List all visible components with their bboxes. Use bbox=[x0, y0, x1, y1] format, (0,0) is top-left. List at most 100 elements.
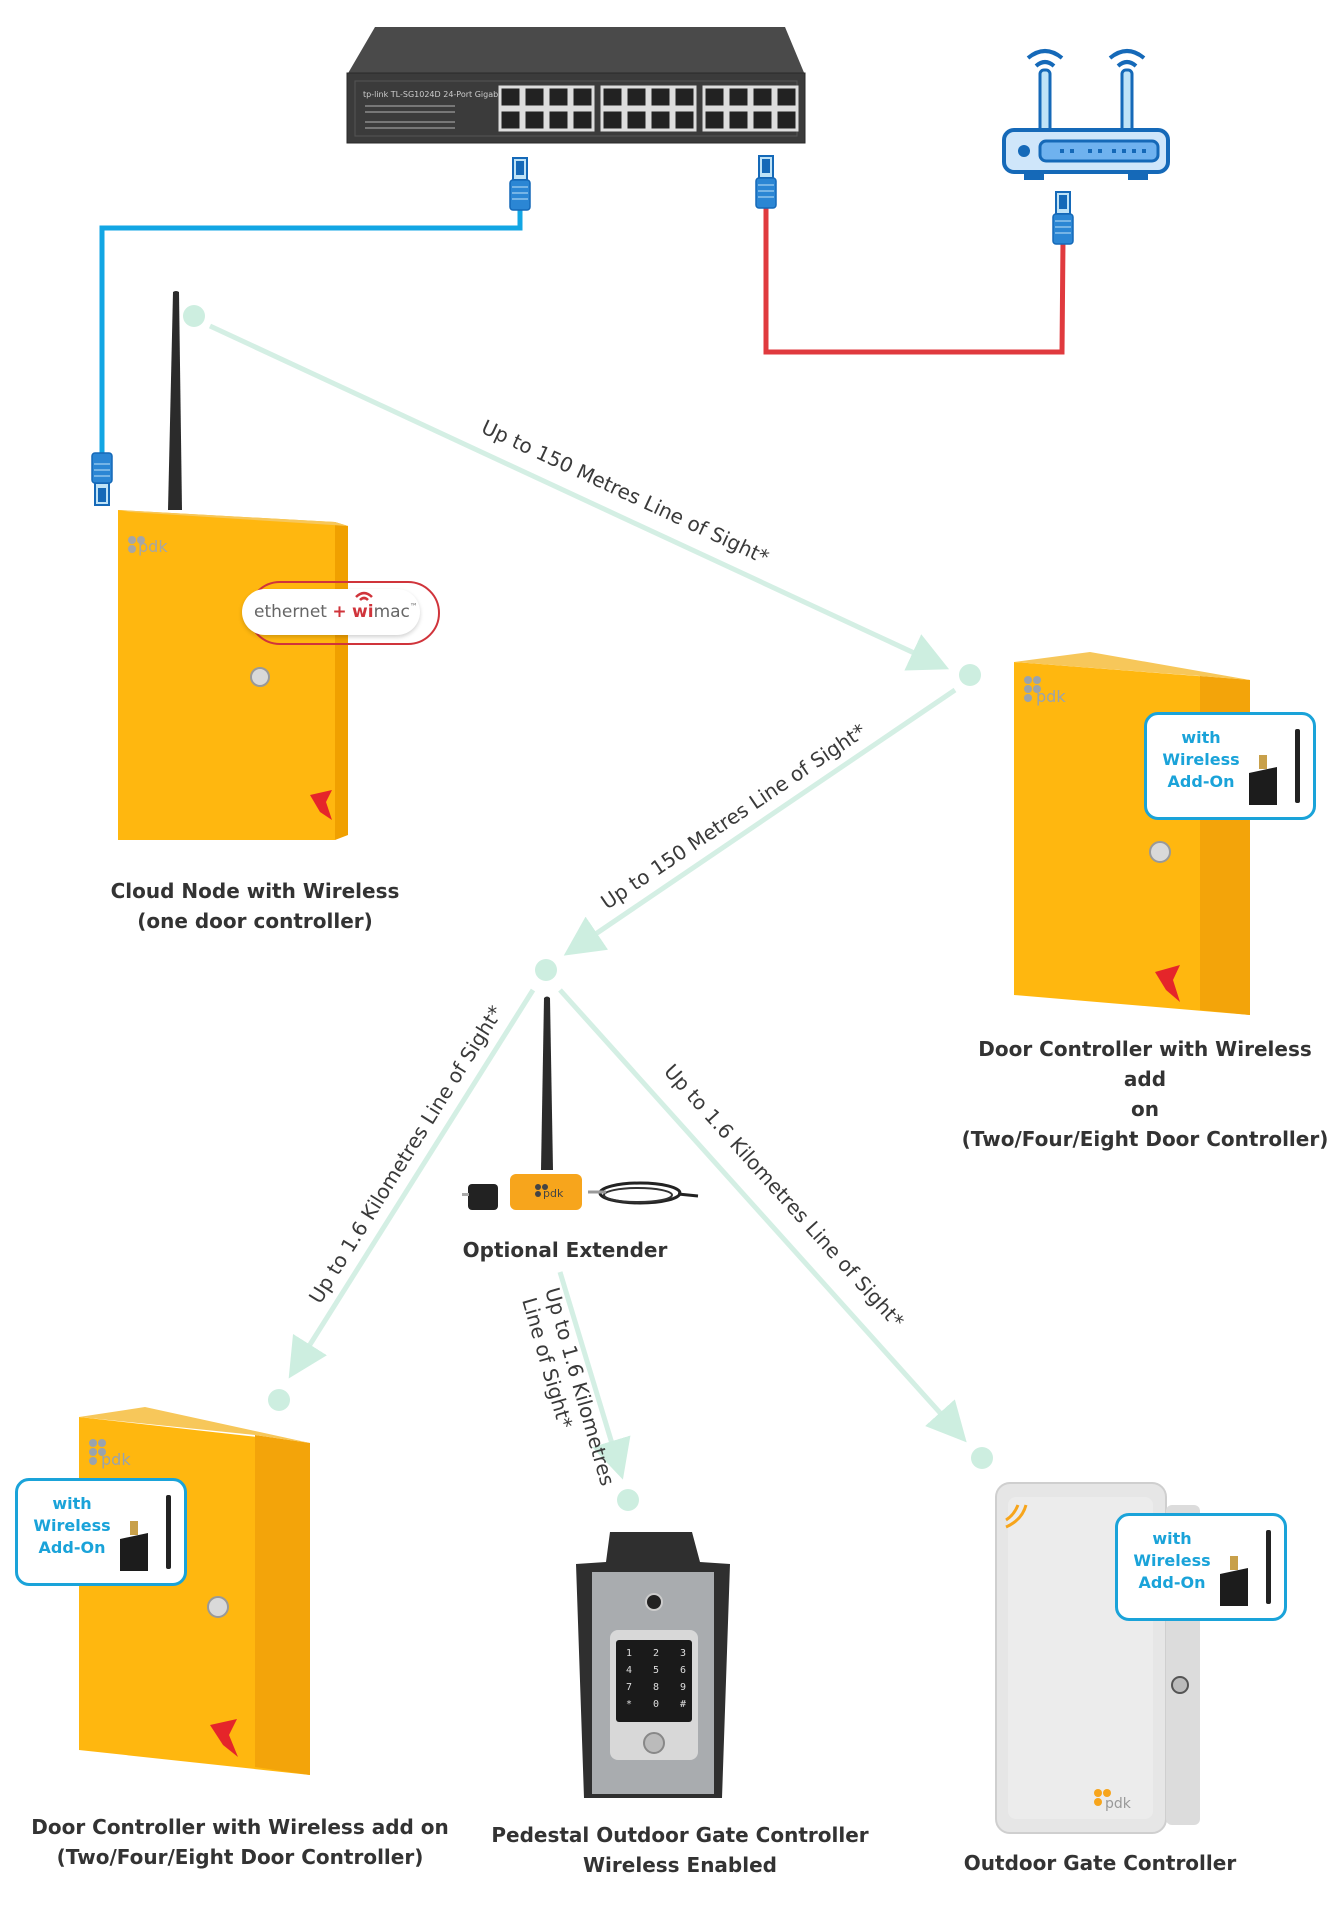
switch-port bbox=[570, 108, 595, 132]
cloud-node-label: Cloud Node with Wireless (one door contr… bbox=[80, 876, 430, 936]
link-label-cloud-to-door-right: Up to 150 Metres Line of Sight* bbox=[478, 415, 773, 569]
door-controller-right-label-line2: on bbox=[1131, 1097, 1159, 1121]
outdoor-gate-label: Outdoor Gate Controller bbox=[963, 1851, 1237, 1875]
keypad-key: * bbox=[626, 1699, 632, 1710]
addon-wireless-text: Wireless bbox=[33, 1516, 111, 1535]
extender-label: Optional Extender bbox=[462, 1238, 668, 1262]
addon-addon-text: Add-On bbox=[1167, 772, 1235, 791]
network-switch-icon: tp-link TL-SG1024D 24-Port Gigabit Switc… bbox=[346, 27, 806, 144]
cloud-node-controller-icon: pdk bbox=[118, 291, 348, 840]
switch-port bbox=[750, 108, 775, 132]
optional-extender: pdk bbox=[460, 990, 710, 1220]
switch-port bbox=[522, 108, 547, 132]
wifi-router-icon bbox=[1002, 49, 1170, 180]
link-line-extender-to-outdoor-gate bbox=[558, 988, 967, 1443]
svg-text:pdk: pdk bbox=[1036, 687, 1066, 706]
network-switch: tp-link TL-SG1024D 24-Port Gigabit Switc… bbox=[345, 25, 807, 145]
switch-port bbox=[570, 85, 595, 109]
svg-text:pdk: pdk bbox=[138, 537, 168, 556]
node-dot-door-right bbox=[959, 664, 981, 686]
switch-port bbox=[672, 108, 697, 132]
addon-addon-text: Add-On bbox=[1138, 1573, 1206, 1592]
link-line-extender-to-door-left bbox=[288, 988, 536, 1379]
node-dot-outdoor-gate bbox=[971, 1447, 993, 1469]
cloud-node-label-line2: (one door controller) bbox=[137, 909, 373, 933]
keypad-key: 7 bbox=[626, 1682, 632, 1693]
addon-with-text: with bbox=[1152, 1529, 1192, 1548]
addon-wireless-text: Wireless bbox=[1133, 1551, 1211, 1570]
switch-port bbox=[726, 85, 751, 109]
switch-port bbox=[702, 108, 727, 132]
door-controller-left-label-line1: Door Controller with Wireless add on bbox=[31, 1815, 449, 1839]
door-controller-right-label: Door Controller with Wireless add on (Tw… bbox=[955, 1034, 1335, 1154]
cloud-node-label-line1: Cloud Node with Wireless bbox=[110, 879, 400, 903]
door-controller-left-label: Door Controller with Wireless add on (Tw… bbox=[30, 1812, 450, 1872]
ethernet-wimac-badge: ethernet + wimac™ bbox=[242, 589, 420, 635]
svg-text:pdk: pdk bbox=[101, 1450, 131, 1469]
switch-port bbox=[600, 108, 625, 132]
cloud-node: pdk ethernet + wimac™ bbox=[110, 290, 440, 850]
wireless-module-icon bbox=[1249, 729, 1300, 805]
badge-wi-text: wi bbox=[352, 602, 374, 622]
link-line-cloud-to-door-right bbox=[208, 323, 950, 671]
rj45-connector-icon bbox=[91, 452, 113, 506]
link-line-extender-to-pedestal bbox=[557, 1271, 631, 1480]
keypad-key: 3 bbox=[680, 1648, 686, 1659]
badge-ethernet-text: ethernet bbox=[254, 602, 327, 622]
switch-port bbox=[546, 108, 571, 132]
door-controller-right: pdk with Wireless Add-On bbox=[1010, 650, 1316, 1020]
switch-port bbox=[702, 85, 727, 109]
switch-port bbox=[648, 85, 673, 109]
keypad-key: 5 bbox=[653, 1665, 659, 1676]
wireless-addon-badge: with Wireless Add-On bbox=[1144, 712, 1316, 820]
wifi-icon bbox=[355, 591, 373, 601]
keypad-key: 8 bbox=[653, 1682, 659, 1693]
keypad-key: 9 bbox=[680, 1682, 686, 1693]
switch-port bbox=[624, 85, 649, 109]
router bbox=[1000, 40, 1172, 185]
keypad-key: # bbox=[680, 1699, 686, 1710]
wireless-addon-badge: with Wireless Add-On bbox=[15, 1478, 187, 1586]
door-controller-enclosure-icon: pdk bbox=[79, 1407, 310, 1775]
badge-tm-text: ™ bbox=[409, 602, 418, 611]
switch-port bbox=[624, 108, 649, 132]
rj45-connector-icon bbox=[1052, 191, 1074, 245]
keypad-key: 6 bbox=[680, 1665, 686, 1676]
switch-port bbox=[750, 85, 775, 109]
extender-kit-icon: pdk bbox=[462, 996, 699, 1210]
switch-port bbox=[774, 108, 799, 132]
pedestal-label-line1: Pedestal Outdoor Gate Controller bbox=[491, 1823, 869, 1847]
svg-text:pdk: pdk bbox=[1105, 1796, 1132, 1812]
red-ethernet-cable bbox=[763, 205, 1066, 355]
badge-mac-text: mac bbox=[373, 602, 410, 622]
wireless-module-icon bbox=[1220, 1530, 1271, 1606]
switch-port bbox=[498, 108, 523, 132]
keypad-key: 2 bbox=[653, 1648, 659, 1659]
node-dot-door-left bbox=[268, 1389, 290, 1411]
switch-port bbox=[672, 85, 697, 109]
door-controller-enclosure-icon: pdk bbox=[1014, 652, 1250, 1015]
switch-port bbox=[546, 85, 571, 109]
pedestal-label: Pedestal Outdoor Gate Controller Wireles… bbox=[480, 1820, 880, 1880]
svg-text:tp-link TL-SG1024D 24-Port: tp-link TL-SG1024D 24-Port Gigabit Switc… bbox=[363, 90, 533, 99]
addon-addon-text: Add-On bbox=[38, 1538, 106, 1557]
keypad-key: 0 bbox=[653, 1699, 659, 1710]
node-dot-extender bbox=[535, 959, 557, 981]
door-controller-right-label-line1: Door Controller with Wireless add bbox=[978, 1037, 1312, 1091]
switch-port bbox=[522, 85, 547, 109]
keypad-key: 4 bbox=[626, 1665, 632, 1676]
badge-plus-text: + bbox=[332, 602, 347, 622]
switch-port bbox=[600, 85, 625, 109]
door-controller-left-label-line2: (Two/Four/Eight Door Controller) bbox=[56, 1845, 424, 1869]
rj45-connector-icon bbox=[509, 157, 531, 211]
blue-ethernet-cable bbox=[99, 210, 523, 470]
rj45-connector-icon bbox=[755, 155, 777, 209]
addon-wireless-text: Wireless bbox=[1162, 750, 1240, 769]
link-label-door-right-to-extender: Up to 150 Metres Line of Sight* bbox=[596, 719, 870, 915]
switch-port bbox=[726, 108, 751, 132]
addon-with-text: with bbox=[1181, 728, 1221, 747]
